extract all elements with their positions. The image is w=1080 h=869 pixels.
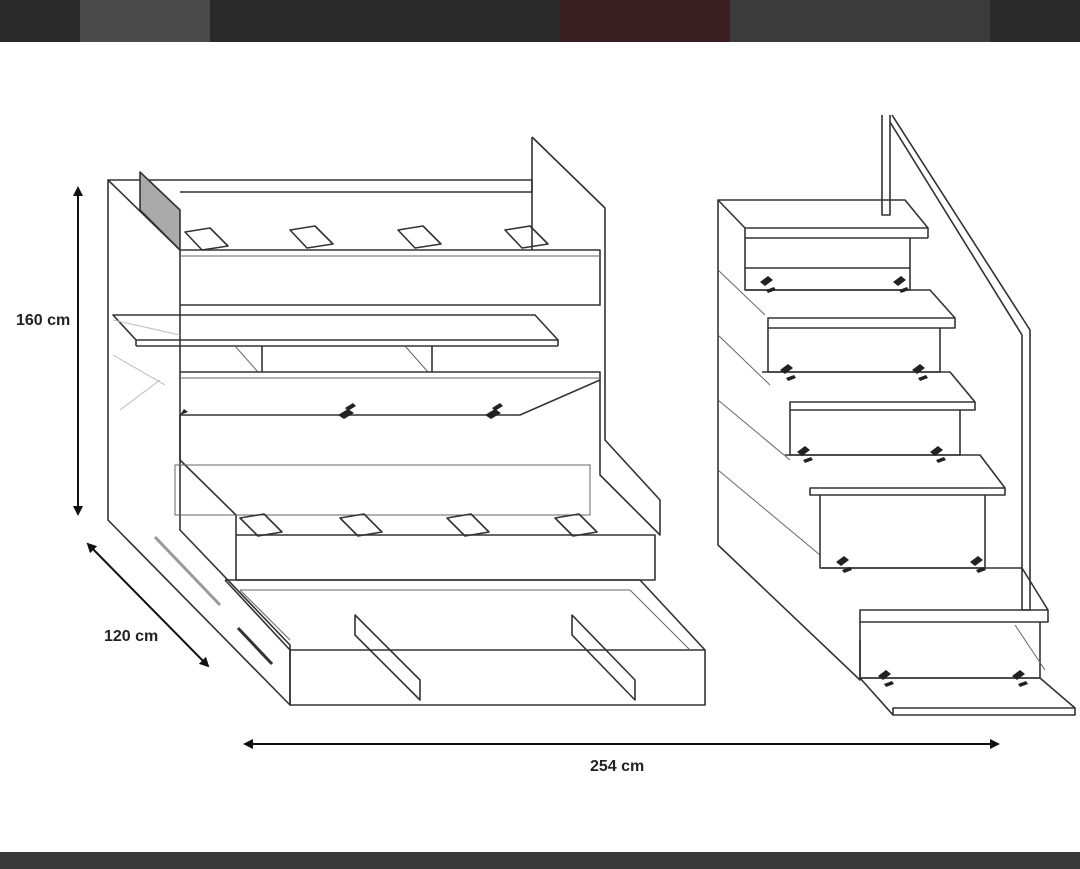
- stair-top: [717, 199, 929, 229]
- bed-back-panel: [531, 136, 661, 536]
- flap-hinges: [180, 403, 503, 419]
- fold-flap: [180, 371, 601, 416]
- photo-fragment-center: [560, 0, 730, 42]
- stair-handrail: [881, 115, 891, 216]
- stair-steps: [744, 238, 1049, 679]
- bottom-strip: [0, 852, 1080, 869]
- shelf-dividers: [234, 345, 433, 373]
- bed-unit: [107, 136, 706, 706]
- dimension-width-label: 254 cm: [590, 758, 644, 775]
- bed-guard-board: [139, 171, 181, 251]
- bed-top-rail: [108, 179, 533, 193]
- dimension-depth-arrow: [86, 542, 210, 668]
- upper-slats: [184, 225, 549, 251]
- lower-slats: [239, 513, 598, 537]
- photo-fragment-right: [730, 0, 990, 42]
- stair-hinges: [760, 276, 1028, 687]
- top-photo-strip: [0, 0, 1080, 42]
- lower-frame: [179, 415, 656, 581]
- upper-bunk-rail: [180, 249, 601, 306]
- dimension-height-label: 160 cm: [16, 312, 70, 329]
- stair-unit: [717, 114, 1076, 716]
- trundle-drawer: [224, 579, 706, 706]
- stair-bottom-tread: [860, 677, 1076, 716]
- stair-side-panel: [717, 200, 861, 681]
- bed-left-side-panel: [107, 179, 291, 706]
- photo-fragment-left: [80, 0, 210, 42]
- dimension-depth-label: 120 cm: [104, 628, 158, 645]
